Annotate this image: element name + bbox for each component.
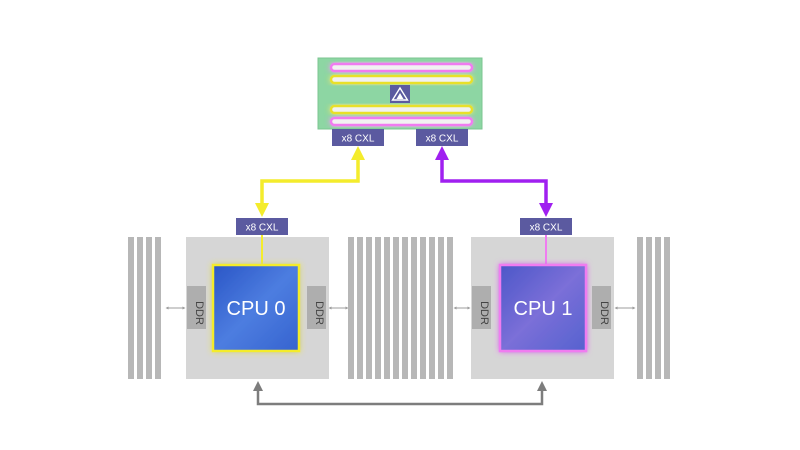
cpu0-label: CPU 0	[227, 298, 286, 320]
cpu1-ddr-left-label: DDR	[478, 301, 490, 325]
socket-cpu1: x8 CXL CPU 1 DDR DDR	[453, 218, 636, 379]
card-memory-stick-2	[329, 74, 474, 85]
dimm-bank-center	[348, 237, 453, 379]
cpu0-ddr-right-bg	[307, 286, 326, 329]
card-port-right-label: x8 CXL	[426, 134, 459, 145]
inter-socket-link	[253, 381, 547, 406]
dimm-bank-far-left	[128, 237, 161, 379]
socket-cpu0-port-label: x8 CXL	[246, 223, 279, 234]
card-port-left-label: x8 CXL	[342, 134, 375, 145]
cpu1-ddr-right-label: DDR	[598, 301, 610, 325]
dimm-bank-far-right	[637, 237, 670, 379]
socket-cpu0: x8 CXL CPU 0 DDR DDR	[165, 218, 349, 379]
cpu1-ddr-right-bg	[592, 286, 611, 329]
socket-cpu1-port-bg	[520, 218, 572, 235]
cpu1-ddr-left-bg	[472, 286, 491, 329]
cxl-memory-card: x8 CXL x8 CXL	[317, 57, 483, 146]
card-memory-stick-3	[329, 104, 474, 115]
card-memory-stick-4	[329, 116, 474, 127]
cxl-link-cpu0	[255, 146, 365, 217]
card-port-right-bg	[416, 129, 468, 146]
card-port-left-bg	[332, 129, 384, 146]
cpu0-ddr-left-bg	[187, 286, 206, 329]
cpu0-ddr-left-label: DDR	[193, 301, 205, 325]
cpu0-die	[211, 263, 301, 353]
card-memory-stick-1	[329, 62, 474, 73]
cpu1-die	[498, 263, 588, 353]
delta-triangle-logo-icon	[390, 85, 410, 103]
cxl-link-cpu1	[435, 146, 553, 217]
socket-cpu0-port-bg	[236, 218, 288, 235]
cpu0-ddr-right-label: DDR	[313, 301, 325, 325]
socket-cpu1-port-label: x8 CXL	[530, 223, 563, 234]
cpu1-label: CPU 1	[514, 298, 573, 320]
